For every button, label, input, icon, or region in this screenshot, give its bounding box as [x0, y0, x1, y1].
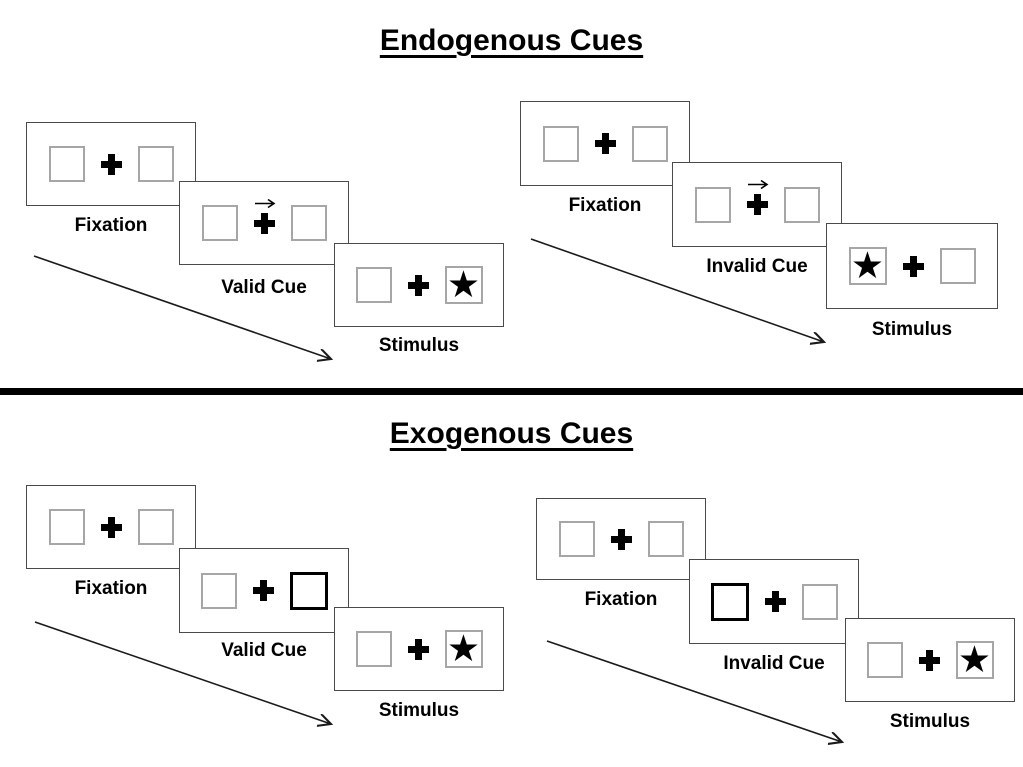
step-label: Stimulus — [378, 335, 460, 356]
fixation-panel — [26, 485, 196, 569]
fixation-cross-icon — [594, 133, 616, 154]
fixation-cross-icon — [764, 591, 786, 612]
fixation-panel — [26, 122, 196, 206]
placeholder-box-right — [137, 146, 174, 182]
step-label: Stimulus — [871, 319, 953, 340]
section-title-exogenous: Exogenous Cues — [389, 417, 634, 450]
placeholder-box-right — [801, 583, 838, 620]
placeholder-box-left — [694, 186, 731, 223]
cue-highlight-box-left — [710, 582, 749, 621]
step-label: Fixation — [568, 195, 642, 216]
timeline-arrow-icon — [33, 255, 340, 366]
timeline-arrow-icon — [530, 238, 833, 349]
step-label: Valid Cue — [221, 277, 307, 298]
fixation-panel — [536, 498, 706, 580]
fixation-cross-icon — [902, 255, 924, 277]
placeholder-box-left — [558, 521, 595, 557]
step-label: Fixation — [74, 578, 148, 599]
step-label: Fixation — [74, 215, 148, 236]
stimulus-panel: ★ — [826, 223, 998, 309]
fixation-cross-icon — [100, 516, 122, 538]
placeholder-box-right — [631, 125, 668, 162]
placeholder-box-left — [866, 642, 903, 678]
section-title-endogenous: Endogenous Cues — [379, 24, 644, 57]
fixation-cross-icon — [407, 274, 429, 296]
fixation-cross-icon — [407, 638, 429, 660]
placeholder-box-left — [48, 146, 85, 182]
target-star-icon: ★ — [955, 641, 994, 679]
fixation-cross-icon — [253, 212, 275, 234]
placeholder-box-right — [137, 509, 174, 545]
cue-panel — [179, 548, 349, 633]
target-star-icon: ★ — [444, 630, 483, 668]
placeholder-box-left — [200, 572, 237, 609]
step-label: Invalid Cue — [723, 653, 825, 674]
step-label: Invalid Cue — [706, 256, 808, 277]
stimulus-panel: ★ — [334, 243, 504, 327]
target-star-icon: ★ — [444, 266, 483, 304]
timeline-arrow-icon — [34, 621, 339, 731]
stimulus-panel: ★ — [845, 618, 1015, 702]
step-label: Stimulus — [889, 711, 971, 732]
placeholder-box-left — [48, 509, 85, 545]
placeholder-box-left — [355, 631, 392, 667]
fixation-cross-icon — [610, 528, 632, 550]
fixation-cross-icon — [746, 194, 768, 215]
fixation-panel — [520, 101, 690, 186]
cue-panel — [179, 181, 349, 265]
placeholder-box-left — [355, 267, 392, 303]
placeholder-box-left — [201, 205, 238, 241]
placeholder-box-right — [783, 186, 820, 223]
cue-arrow-icon — [254, 198, 275, 208]
stimulus-panel: ★ — [334, 607, 504, 691]
step-label: Fixation — [584, 589, 658, 610]
cue-highlight-box-right — [289, 571, 328, 610]
placeholder-box-right — [647, 521, 684, 557]
section-divider — [0, 388, 1023, 395]
placeholder-box-right — [939, 248, 976, 284]
fixation-cross-icon — [252, 580, 274, 601]
fixation-cross-icon — [918, 649, 940, 671]
cue-panel — [689, 559, 859, 644]
fixation-cross-icon — [100, 153, 122, 175]
placeholder-box-right — [290, 205, 327, 241]
placeholder-box-left — [542, 125, 579, 162]
step-label: Stimulus — [378, 700, 460, 721]
cue-panel — [672, 162, 842, 247]
target-star-icon: ★ — [848, 247, 887, 285]
cue-arrow-icon — [747, 179, 768, 190]
step-label: Valid Cue — [221, 640, 307, 661]
timeline-arrow-icon — [546, 640, 851, 749]
